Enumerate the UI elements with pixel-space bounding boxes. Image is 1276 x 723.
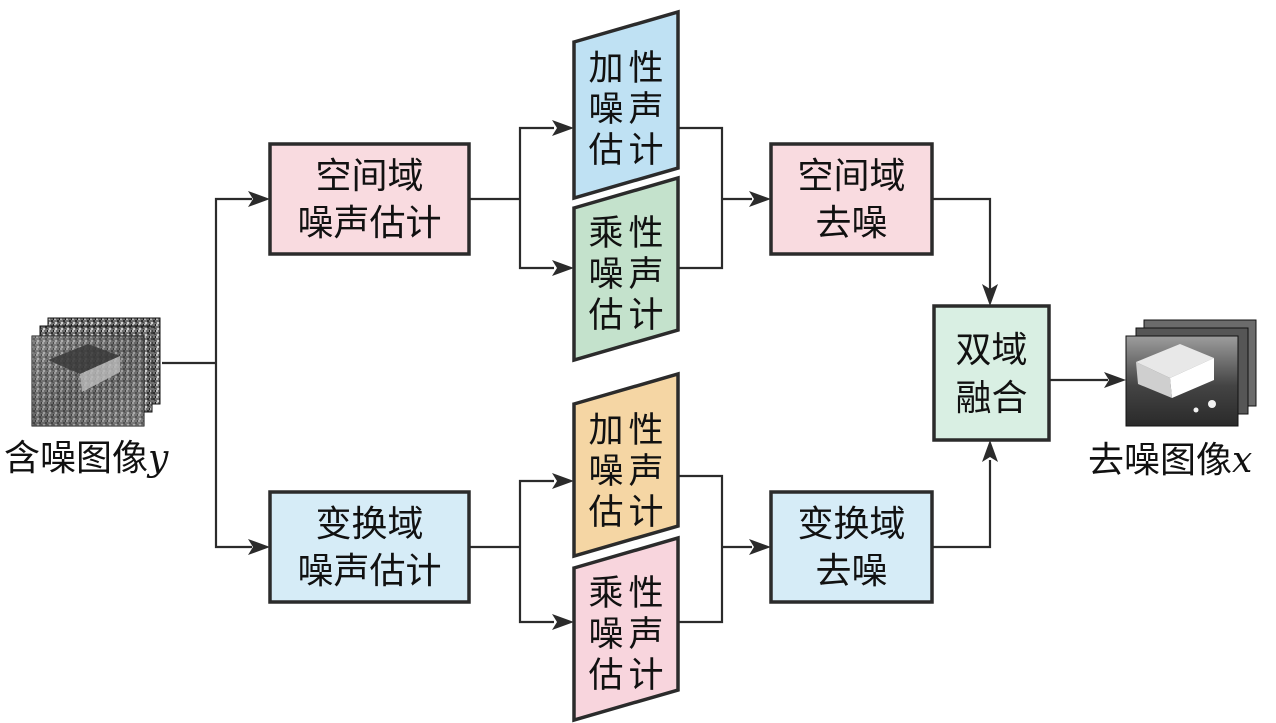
input-image-stack (31, 317, 161, 427)
spatial-split-line (469, 126, 554, 270)
transform-denoise-line1: 变换域 (797, 504, 905, 545)
arrowheads (248, 120, 1126, 630)
spatial-estimation-line1: 空间域 (315, 156, 423, 197)
spatial-multiplicative-noise-block: 乘 性 噪 声 估 计 (572, 175, 680, 363)
transform-additive-noise-block: 加 性 噪 声 估 计 (572, 371, 680, 559)
transform-mult-char: 声 (628, 615, 663, 655)
transform-noise-estimation-block: 变换域 噪声估计 (268, 490, 471, 604)
spatial-noise-estimation-block: 空间域 噪声估计 (268, 142, 471, 256)
transform-add-char: 加 (588, 411, 623, 451)
arrow-right-icon (749, 191, 771, 207)
connectors (162, 126, 1108, 624)
transform-add-char: 声 (628, 452, 663, 492)
spatial-add-char: 加 (588, 49, 623, 89)
spatial-add-char: 声 (628, 90, 663, 130)
transform-denoise-block: 变换域 去噪 (769, 490, 934, 604)
spatial-add-char: 性 (628, 49, 663, 89)
spatial-mult-char: 噪 (588, 255, 623, 295)
spatial-mult-char: 计 (628, 296, 663, 336)
spatial-mult-char: 乘 (588, 214, 623, 254)
arrow-up-icon (982, 440, 998, 462)
transform-denoise-line2: 去噪 (815, 551, 887, 592)
spatial-add-char: 计 (628, 131, 663, 171)
arrow-right-icon (749, 539, 771, 555)
transform-multiplicative-noise-block: 乘 性 噪 声 估 计 (572, 535, 680, 723)
spatial-denoise-block: 空间域 去噪 (769, 142, 934, 256)
transform-split-line (469, 479, 554, 624)
spatial-mult-char: 估 (588, 296, 623, 336)
input-caption: 含噪图像y (4, 438, 169, 479)
spatial-estimation-line2: 噪声估计 (297, 203, 441, 244)
transform-estimation-line2: 噪声估计 (297, 551, 441, 592)
transform-add-char: 噪 (588, 452, 623, 492)
spatial-denoise-line1: 空间域 (797, 156, 905, 197)
transform-add-char: 计 (628, 493, 663, 533)
arrow-right-icon (552, 614, 574, 630)
transform-estimation-line1: 变换域 (315, 504, 423, 545)
fusion-line1: 双域 (955, 330, 1027, 371)
spatial-add-char: 估 (588, 131, 623, 171)
output-caption: 去噪图像x (1088, 440, 1252, 481)
dual-domain-fusion-block: 双域 融合 (932, 304, 1051, 442)
transform-mult-char: 噪 (588, 615, 623, 655)
transform-merge-line (678, 474, 752, 624)
spatial-additive-noise-block: 加 性 噪 声 估 计 (572, 9, 680, 201)
input-to-branch-line (162, 197, 252, 549)
output-var: x (1232, 440, 1252, 481)
spatial-add-char: 噪 (588, 90, 623, 130)
transform-add-char: 估 (588, 493, 623, 533)
arrow-right-icon (552, 260, 574, 276)
transform-to-fusion-line (932, 460, 992, 549)
spatial-mult-char: 声 (628, 255, 663, 295)
arrow-right-icon (552, 120, 574, 136)
spatial-denoise-line2: 去噪 (815, 203, 887, 244)
input-label: 含噪图像 (4, 438, 148, 479)
transform-mult-char: 乘 (588, 574, 623, 614)
output-label: 去噪图像 (1088, 440, 1232, 481)
transform-mult-char: 性 (628, 574, 663, 614)
arrow-right-icon (1104, 372, 1126, 388)
transform-mult-char: 计 (628, 656, 663, 696)
arrow-down-icon (982, 284, 998, 306)
fusion-line2: 融合 (955, 378, 1027, 419)
transform-add-char: 性 (628, 411, 663, 451)
arrow-right-icon (248, 539, 270, 555)
spatial-to-fusion-line (932, 197, 992, 290)
arrow-right-icon (552, 473, 574, 489)
arrow-right-icon (248, 191, 270, 207)
output-image-stack (1125, 319, 1257, 427)
transform-mult-char: 估 (588, 656, 623, 696)
spatial-merge-line (678, 126, 752, 270)
spatial-mult-char: 性 (628, 214, 663, 254)
input-var: y (146, 438, 169, 479)
